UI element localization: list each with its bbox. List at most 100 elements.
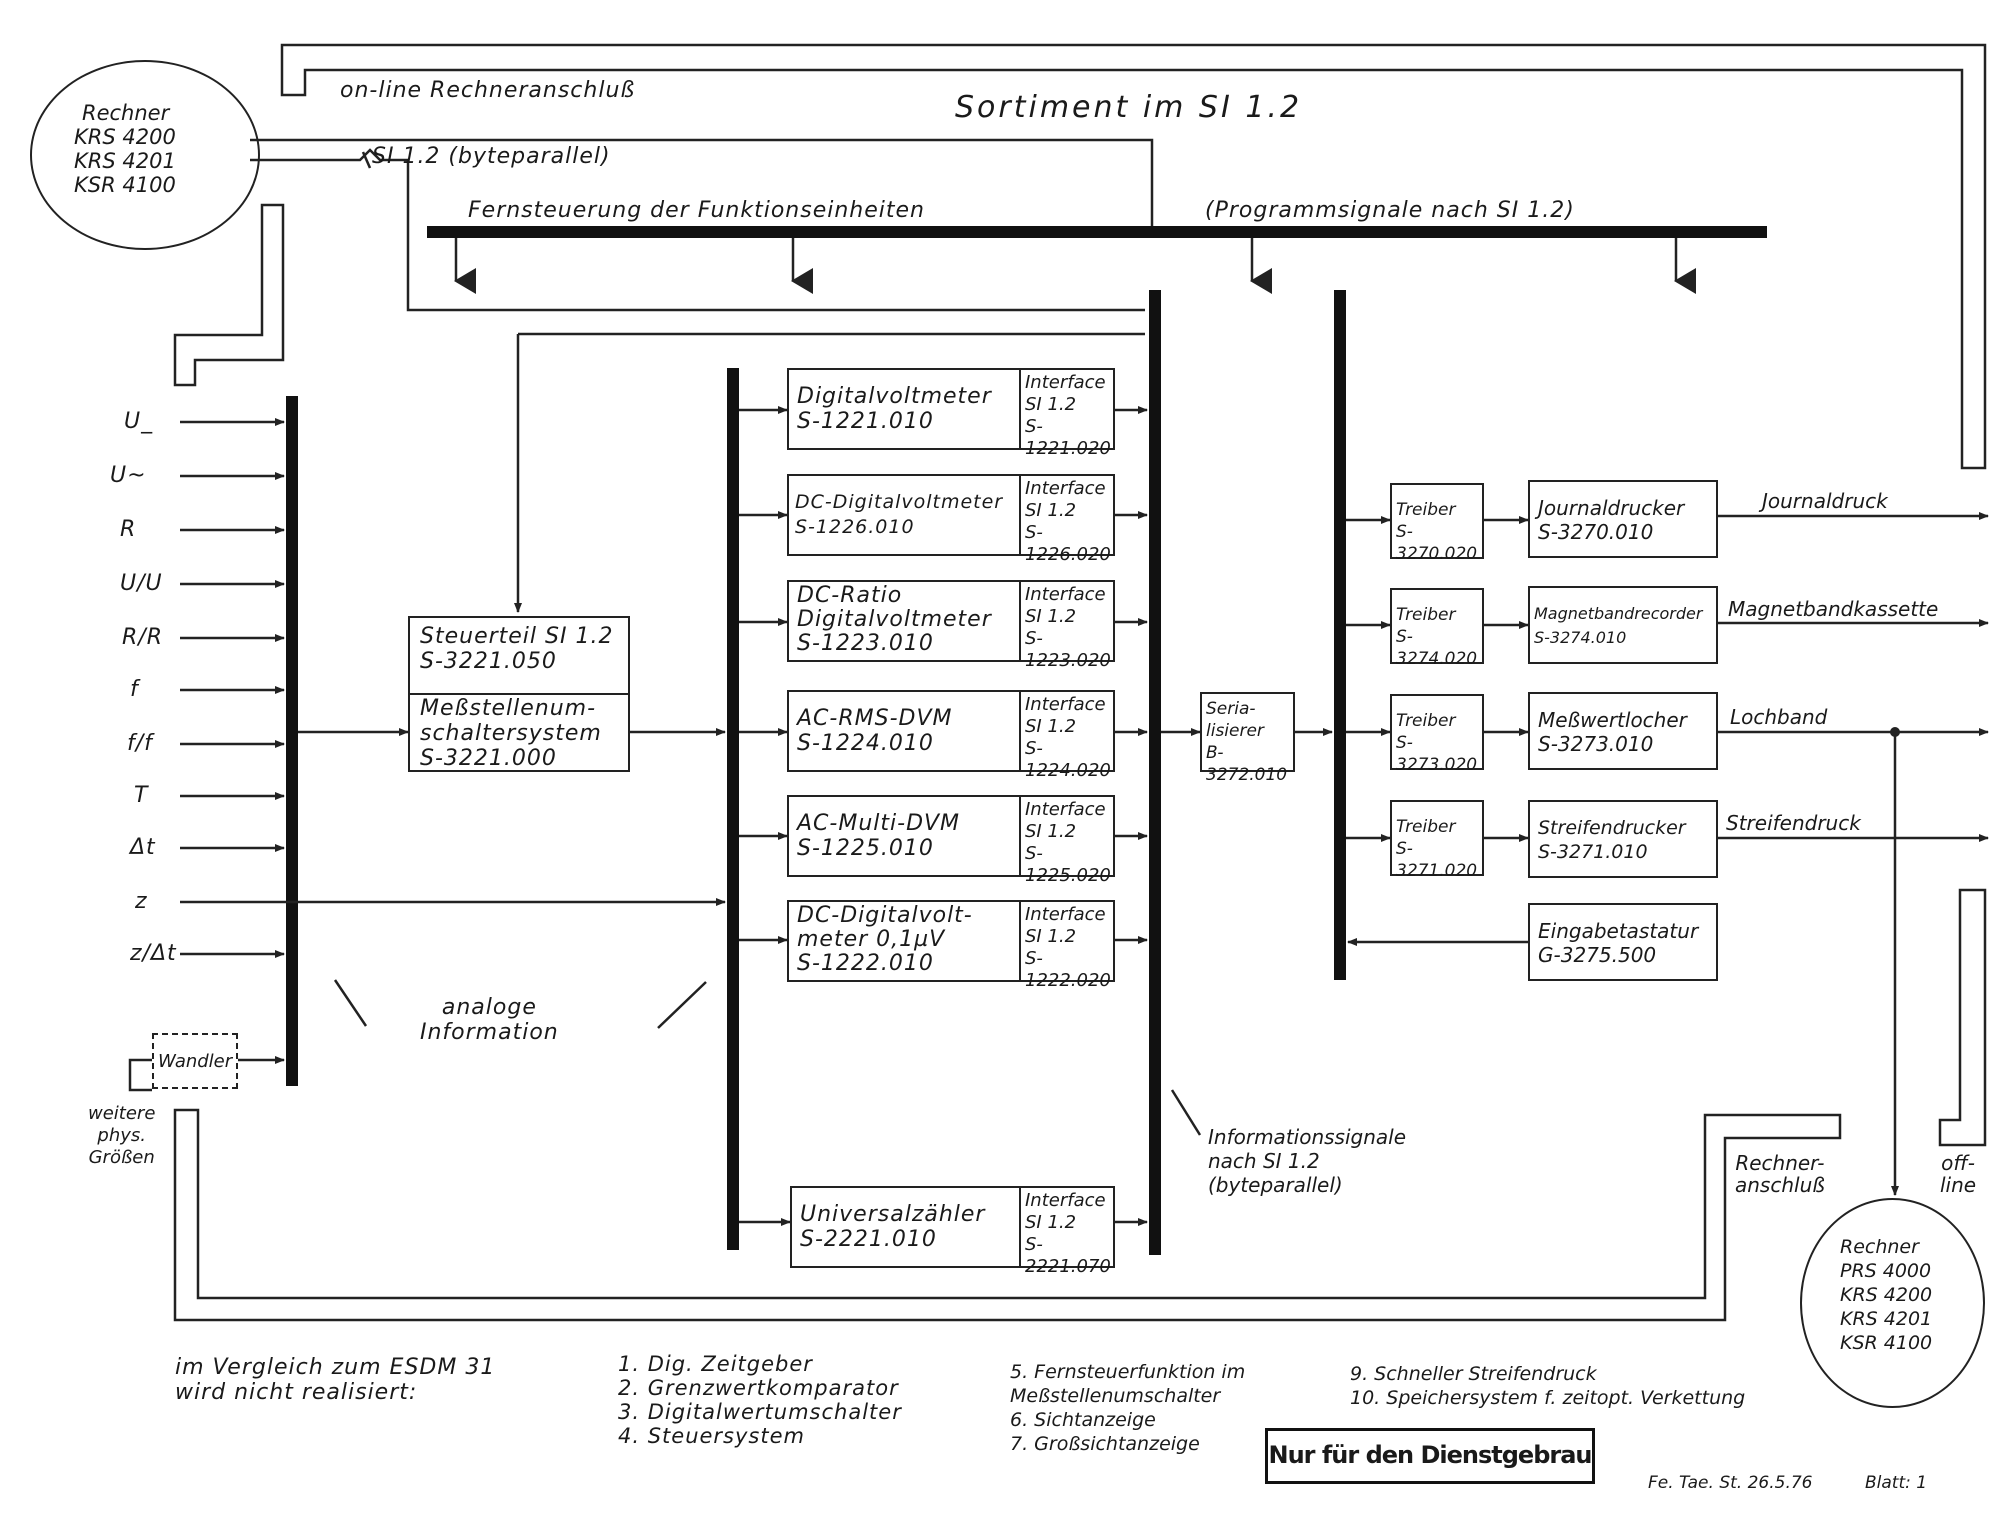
- steuerteil-label: Steuerteil SI 1.2 S-3221.050: [420, 624, 614, 674]
- instrument-name: DC-Digitalvoltmeter S-1226.010: [795, 491, 1004, 538]
- treiber-label: Treiber S-3273.020: [1396, 711, 1478, 775]
- wandler-label: Wandler: [158, 1051, 233, 1072]
- interface-label: Interface SI 1.2 S-1225.020: [1025, 799, 1111, 886]
- peripheral-box: Magnetbandrecorder S-3274.010: [1528, 586, 1718, 664]
- input-label: f: [130, 677, 139, 702]
- computer-bottom-line-1: Rechner: [1840, 1236, 1919, 1258]
- interface-label: Interface SI 1.2 S-2221.070: [1025, 1190, 1111, 1277]
- blatt-label: Blatt: 1: [1865, 1473, 1928, 1493]
- serialisierer-box: Seria- lisierer B-3272.010: [1200, 692, 1295, 785]
- input-label: Δt: [130, 835, 156, 860]
- input-label: T: [134, 783, 149, 808]
- interface-label: Interface SI 1.2 S-1222.020: [1025, 904, 1111, 991]
- instrument-name: AC-RMS-DVM S-1224.010: [797, 706, 953, 756]
- instrument-name: DC-Ratio Digitalvoltmeter S-1223.010: [797, 583, 992, 656]
- peripheral-box: Streifendrucker S-3271.010: [1528, 800, 1718, 878]
- computer-top-line-3: KRS 4201: [74, 149, 176, 173]
- instrument-name: DC-Digitalvolt- meter 0,1µV S-1222.010: [797, 903, 973, 976]
- wandler-box: Wandler: [152, 1033, 238, 1089]
- page-title: Sortiment im SI 1.2: [955, 90, 1303, 125]
- peripheral-label: Meßwertlocher S-3273.010: [1538, 708, 1687, 756]
- programmsignale-label: (Programmsignale nach SI 1.2): [1205, 198, 1575, 223]
- rechneranschluss-label: Rechner- anschluß: [1735, 1151, 1825, 1197]
- left-frame-top: [173, 203, 285, 387]
- treiber-box: Treiber S-3273.020: [1390, 694, 1484, 775]
- input-bus: [286, 396, 298, 1086]
- computer-bottom-line-2: PRS 4000: [1840, 1260, 1932, 1282]
- input-label: f/f: [127, 731, 153, 756]
- peripheral-label: Journaldrucker S-3270.010: [1538, 496, 1685, 544]
- informationssignale-label: Informationssignale nach SI 1.2 (bytepar…: [1208, 1125, 1407, 1197]
- computer-bottom-line-4: KRS 4201: [1840, 1308, 1933, 1330]
- treiber-box: Treiber S-3271.020: [1390, 800, 1484, 881]
- fernsteuerung-label: Fernsteuerung der Funktionseinheiten: [468, 198, 925, 223]
- footnote-head: im Vergleich zum ESDM 31 wird nicht real…: [175, 1355, 496, 1405]
- computer-bottom: Rechner PRS 4000 KRS 4200 KRS 4201 KSR 4…: [1800, 1198, 1985, 1408]
- treiber-label: Treiber S-3271.020: [1396, 817, 1478, 881]
- messstellen-label: Meßstellenum- schaltersystem S-3221.000: [420, 696, 602, 771]
- input-label: z/Δt: [130, 941, 177, 966]
- instrument-box: AC-RMS-DVM S-1224.010 Interface SI 1.2 S…: [787, 690, 1115, 781]
- steuerteil-divider: [410, 693, 628, 695]
- interface-box: Interface SI 1.2 S-2221.070: [1019, 1186, 1115, 1277]
- treiber-label: Treiber S-3270.020: [1396, 500, 1478, 564]
- interface-box: Interface SI 1.2 S-1222.020: [1019, 900, 1115, 991]
- peripheral-label: Magnetbandrecorder S-3274.010: [1534, 604, 1703, 647]
- computer-top-line-2: KRS 4200: [74, 125, 176, 149]
- analog-bus: [727, 368, 739, 1250]
- eingabe-label: Eingabetastatur G-3275.500: [1538, 919, 1699, 967]
- computer-top: Rechner KRS 4200 KRS 4201 KSR 4100: [30, 60, 260, 250]
- online-label: on-line Rechneranschluß: [340, 78, 636, 103]
- si-byteparallel-label: SI 1.2 (byteparallel): [372, 144, 611, 169]
- input-label: R: [120, 517, 137, 542]
- interface-box: Interface SI 1.2 S-1225.020: [1019, 795, 1115, 886]
- interface-label: Interface SI 1.2 S-1221.020: [1025, 372, 1111, 459]
- instrument-name: AC-Multi-DVM S-1225.010: [797, 811, 961, 861]
- control-bus: [427, 226, 1767, 238]
- peripheral-label: Streifendrucker S-3271.010: [1538, 817, 1686, 863]
- online-frame: [280, 43, 1987, 470]
- peripheral-box: Journaldrucker S-3270.010: [1528, 480, 1718, 558]
- input-label: U_: [124, 409, 154, 434]
- signature-label: Fe. Tae. St. 26.5.76: [1648, 1473, 1813, 1493]
- instrument-box: AC-Multi-DVM S-1225.010 Interface SI 1.2…: [787, 795, 1115, 886]
- interface-label: Interface SI 1.2 S-1226.020: [1025, 478, 1111, 565]
- input-label: U/U: [120, 571, 163, 596]
- offline-label: off- line: [1940, 1151, 1977, 1197]
- treiber-box: Treiber S-3274.020: [1390, 588, 1484, 669]
- analog-label: analoge Information: [420, 995, 559, 1045]
- instrument-box: DC-Digitalvolt- meter 0,1µV S-1222.010 I…: [787, 900, 1115, 991]
- interface-label: Interface SI 1.2 S-1223.020: [1025, 584, 1111, 671]
- interface-box: Interface SI 1.2 S-1226.020: [1019, 474, 1115, 565]
- instrument-box: DC-Ratio Digitalvoltmeter S-1223.010 Int…: [787, 580, 1115, 671]
- interface-box: Interface SI 1.2 S-1224.020: [1019, 690, 1115, 781]
- instrument-name: Universalzähler S-2221.010: [800, 1202, 986, 1252]
- footnote-col3: 9. Schneller Streifendruck 10. Speichers…: [1350, 1363, 1746, 1409]
- info-bus: [1149, 290, 1161, 1255]
- output-label: Magnetbandkassette: [1728, 597, 1939, 621]
- output-label: Streifendruck: [1726, 811, 1861, 835]
- interface-box: Interface SI 1.2 S-1221.020: [1019, 368, 1115, 459]
- weitere-label: weitere phys. Größen: [88, 1103, 156, 1168]
- instrument-box: Universalzähler S-2221.010 Interface SI …: [790, 1186, 1115, 1277]
- input-label: R/R: [122, 625, 163, 650]
- computer-bottom-line-5: KSR 4100: [1840, 1332, 1933, 1354]
- footnote-col1: 1. Dig. Zeitgeber 2. Grenzwertkomparator…: [618, 1352, 902, 1448]
- instrument-box: Digitalvoltmeter S-1221.010 Interface SI…: [787, 368, 1115, 459]
- bottom-frame: [173, 1108, 1842, 1322]
- output-label: Journaldruck: [1762, 489, 1888, 513]
- output-bus: [1334, 290, 1346, 980]
- offline-frame: [1938, 888, 1987, 1147]
- eingabe-box: Eingabetastatur G-3275.500: [1528, 903, 1718, 981]
- treiber-label: Treiber S-3274.020: [1396, 605, 1478, 669]
- interface-label: Interface SI 1.2 S-1224.020: [1025, 694, 1111, 781]
- instrument-name: Digitalvoltmeter S-1221.010: [797, 384, 992, 434]
- treiber-box: Treiber S-3270.020: [1390, 483, 1484, 564]
- input-label: U~: [110, 463, 147, 488]
- classification-stamp: Nur für den Dienstgebrau: [1265, 1428, 1595, 1484]
- serialisierer-label: Seria- lisierer B-3272.010: [1206, 699, 1288, 785]
- input-label: z: [135, 889, 148, 914]
- computer-top-line-4: KSR 4100: [74, 173, 176, 197]
- computer-top-line-1: Rechner: [82, 101, 170, 125]
